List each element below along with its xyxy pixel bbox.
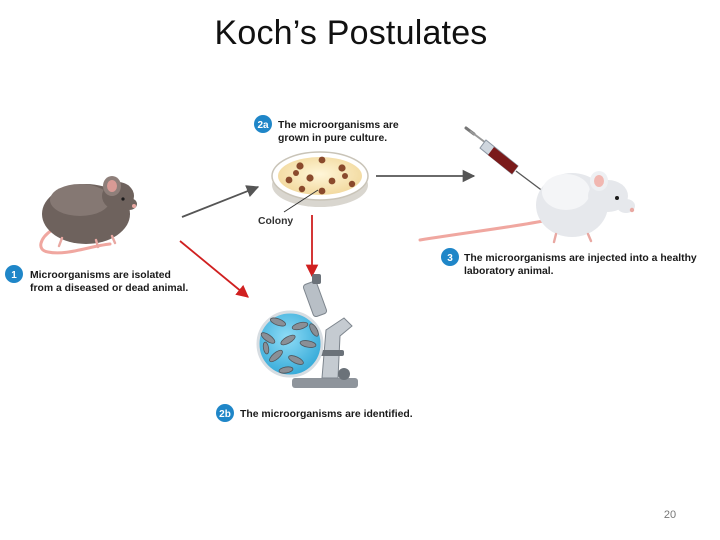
step-3-badge: 3 bbox=[441, 248, 459, 266]
slide-title: Koch’s Postulates bbox=[214, 14, 488, 52]
step-1-badge-text: 1 bbox=[11, 270, 17, 281]
diseased-mouse-icon bbox=[39, 176, 137, 255]
step-1-badge: 1 bbox=[5, 265, 23, 283]
syringe-icon bbox=[464, 126, 545, 193]
colony-label: Colony bbox=[258, 216, 293, 227]
step-3-caption-line-1: The microorganisms are injected into a h… bbox=[464, 253, 697, 264]
step-2b-badge-text: 2b bbox=[219, 409, 231, 420]
colony-leader-line bbox=[283, 189, 319, 213]
step-2b-badge: 2b bbox=[216, 404, 234, 422]
healthy-mouse-icon bbox=[418, 171, 635, 244]
step-2a-badge-text: 2a bbox=[257, 120, 269, 131]
page-number: 20 bbox=[663, 509, 677, 521]
step-2a-caption-line-1: The microorganisms are bbox=[278, 120, 399, 131]
step-3-caption-line-2: laboratory animal. bbox=[464, 266, 554, 277]
petri-dish-icon bbox=[271, 151, 369, 207]
step-3-badge-text: 3 bbox=[447, 253, 453, 264]
microscope-icon bbox=[256, 274, 358, 388]
arrow-to-culture bbox=[181, 185, 260, 218]
arrow-to-identification bbox=[179, 240, 249, 298]
step-2a-caption-line-2: grown in pure culture. bbox=[278, 133, 387, 144]
step-1-caption-line-2: from a diseased or dead animal. bbox=[30, 283, 188, 294]
step-2b-caption: The microorganisms are identified. bbox=[240, 409, 413, 420]
step-2a-badge: 2a bbox=[254, 115, 272, 133]
step-1-caption-line-1: Microorganisms are isolated bbox=[30, 270, 171, 281]
